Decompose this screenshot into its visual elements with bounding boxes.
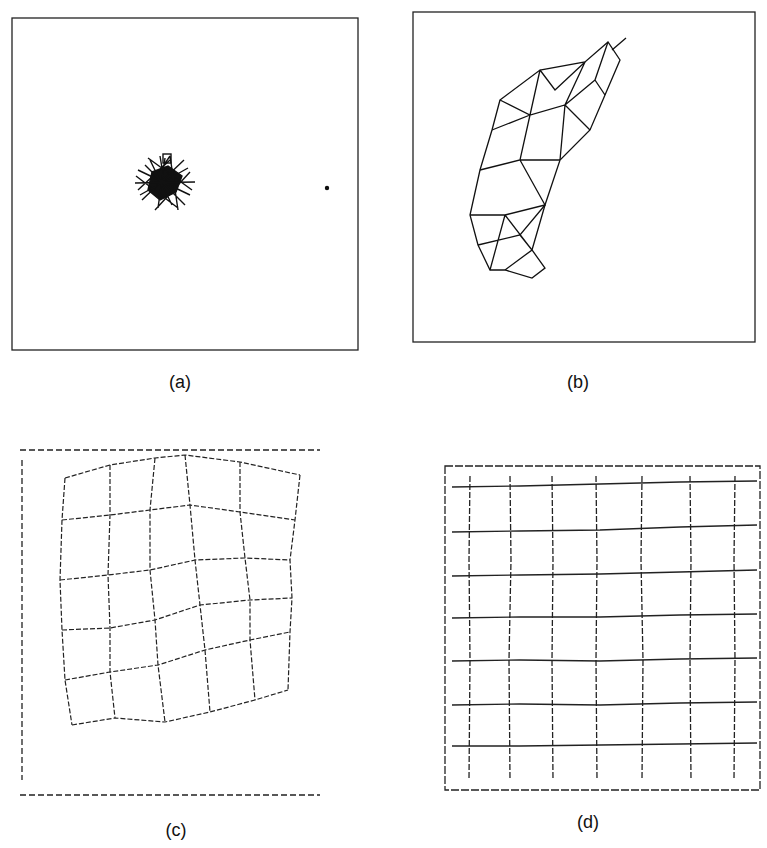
grid-row bbox=[452, 570, 757, 576]
grid-column bbox=[60, 478, 72, 725]
grid-column bbox=[734, 476, 735, 780]
panel-label: (c) bbox=[166, 820, 187, 841]
grid-column bbox=[690, 476, 691, 780]
grid-column bbox=[596, 476, 597, 780]
grid-column bbox=[509, 476, 511, 780]
grid-row bbox=[452, 658, 757, 661]
grid-row bbox=[65, 455, 300, 478]
grid-column bbox=[240, 462, 255, 700]
grid-row bbox=[452, 525, 757, 532]
panel-label: (d) bbox=[577, 812, 599, 833]
panel-frame bbox=[413, 12, 755, 342]
grid-column bbox=[150, 458, 165, 722]
grid-row bbox=[452, 614, 757, 618]
grid-column bbox=[469, 476, 470, 780]
grid-column bbox=[108, 465, 115, 718]
panel-frame bbox=[445, 466, 760, 790]
panel-label: (a) bbox=[169, 372, 191, 393]
panel-frame bbox=[20, 450, 320, 795]
grid-row bbox=[62, 598, 292, 630]
grid-column bbox=[185, 455, 210, 712]
distorted-grid bbox=[60, 455, 300, 725]
grid-column bbox=[288, 475, 300, 690]
grid-column bbox=[552, 476, 553, 780]
ordered-grid bbox=[452, 476, 757, 780]
grid-row bbox=[452, 743, 757, 746]
tangle-lines bbox=[163, 154, 171, 163]
panel-label: (b) bbox=[567, 372, 589, 393]
grid-row bbox=[452, 702, 757, 705]
panel-frame bbox=[12, 18, 358, 350]
tangle-lines bbox=[135, 156, 195, 210]
grid-row bbox=[60, 558, 290, 580]
tangled-map bbox=[135, 154, 329, 210]
grid-column bbox=[641, 476, 643, 780]
grid-row bbox=[452, 481, 757, 487]
stray-dot bbox=[326, 187, 329, 190]
grid-row bbox=[72, 690, 288, 725]
grid-row bbox=[65, 632, 290, 680]
panel-frames bbox=[12, 12, 760, 795]
mesh-lines bbox=[470, 38, 626, 270]
grid-row bbox=[62, 505, 295, 520]
crumpled-map bbox=[470, 38, 626, 278]
